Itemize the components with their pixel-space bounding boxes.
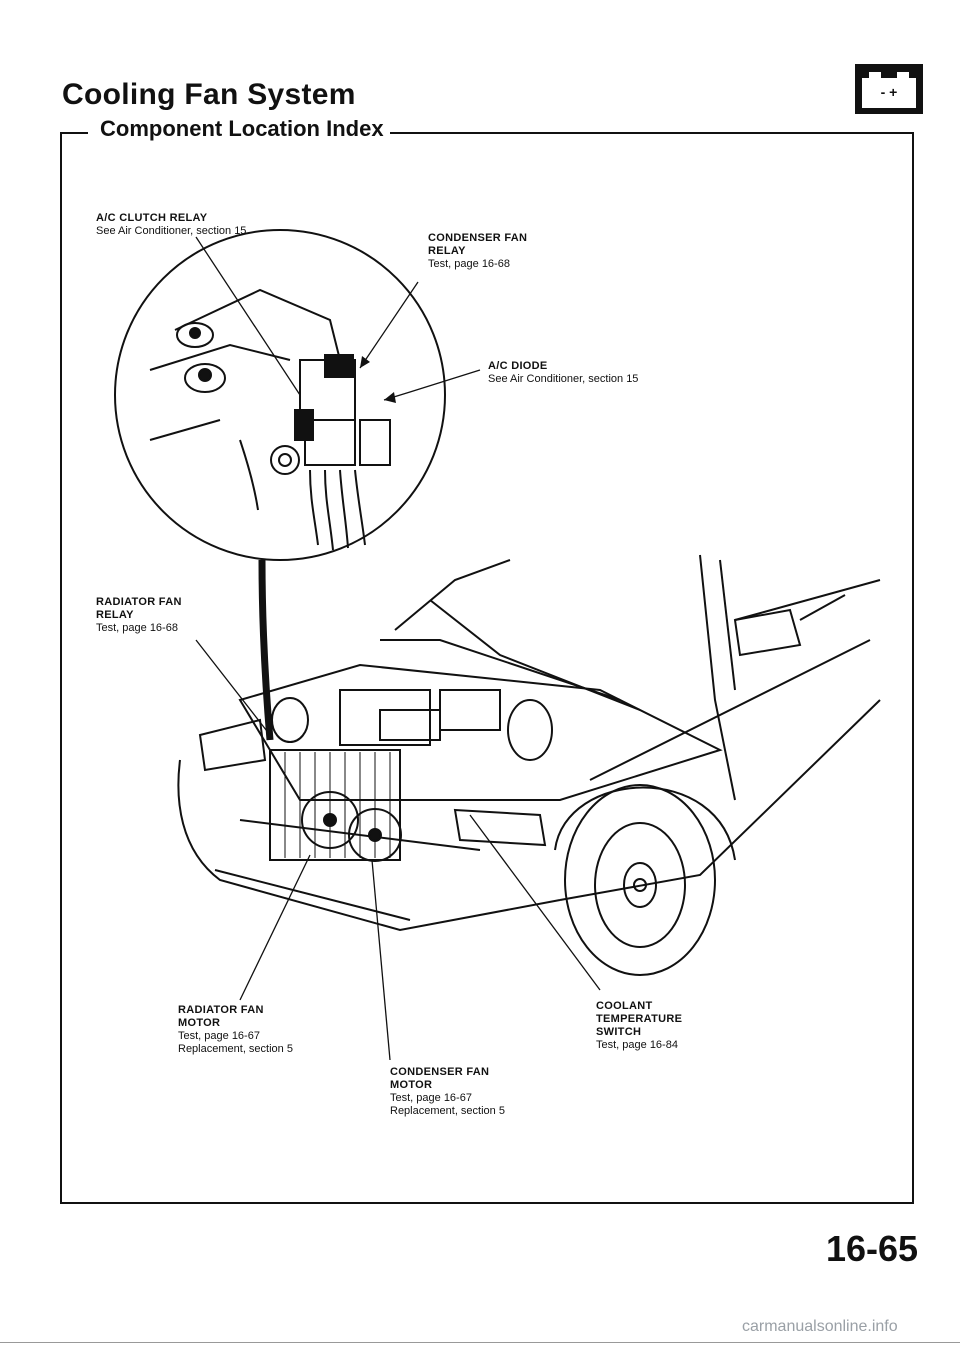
- content-frame: [60, 132, 914, 1204]
- ac-diode-label: A/C DIODE See Air Conditioner, section 1…: [488, 360, 639, 385]
- condenser-fan-relay-label: CONDENSER FAN RELAY Test, page 16-68: [428, 232, 528, 270]
- coolant-temperature-switch-label: COOLANT TEMPERATURE SWITCH Test, page 16…: [596, 1000, 683, 1051]
- radiator-fan-motor-label: RADIATOR FAN MOTOR Test, page 16-67 Repl…: [178, 1004, 293, 1055]
- leader-lines: [195, 236, 601, 1061]
- battery-icon: - +: [855, 64, 923, 114]
- relay-detail-inset: [114, 229, 446, 561]
- ac-clutch-relay-label: A/C CLUTCH RELAY See Air Conditioner, se…: [96, 212, 247, 237]
- condenser-fan-motor-label: CONDENSER FAN MOTOR Test, page 16-67 Rep…: [390, 1066, 505, 1117]
- battery-symbol: - +: [881, 84, 898, 100]
- section-subtitle: Component Location Index: [94, 116, 390, 142]
- page-title: Cooling Fan System: [62, 78, 356, 111]
- watermark-text: carmanualsonline.info: [742, 1318, 898, 1335]
- radiator-fan-relay-label: RADIATOR FAN RELAY Test, page 16-68: [96, 596, 182, 634]
- page-number: 16-65: [826, 1228, 919, 1269]
- car-illustration: [177, 554, 881, 976]
